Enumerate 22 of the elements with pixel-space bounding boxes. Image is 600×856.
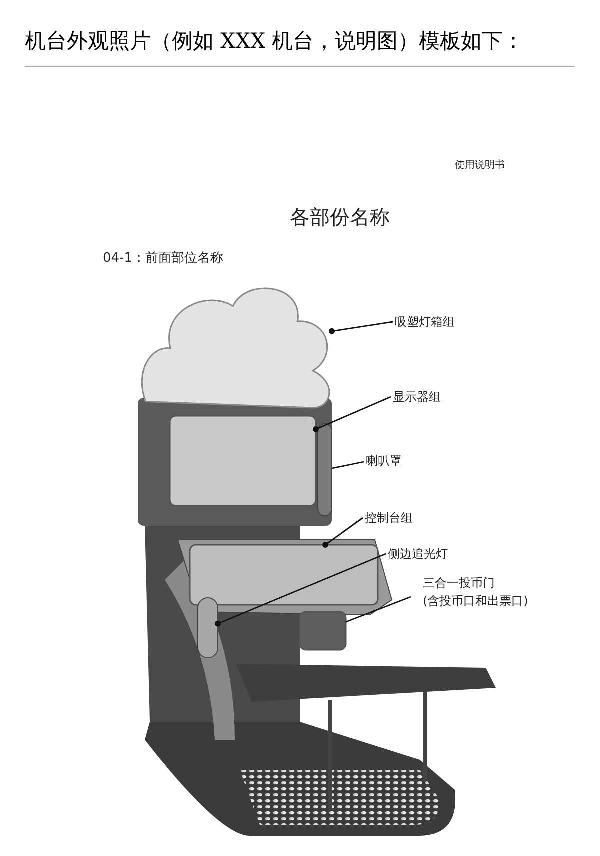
leader-line <box>346 596 412 623</box>
part-label: 显示器组 <box>393 389 441 406</box>
part-label: 控制台组 <box>365 510 413 527</box>
subsection-heading: 04-1：前面部位名称 <box>103 250 224 268</box>
coin-door-part <box>299 611 347 651</box>
leader-line <box>322 517 364 548</box>
header-note: 使用说明书 <box>455 158 505 173</box>
screen-part <box>169 415 317 507</box>
speaker-cover-part <box>318 424 332 516</box>
leader-line <box>313 396 392 432</box>
leader-line <box>332 461 364 470</box>
side-light-part <box>198 598 218 658</box>
part-label: (含投币口和出票口) <box>423 593 528 610</box>
part-label: 侧边追光灯 <box>388 546 448 563</box>
part-label: 三合一投币门 <box>423 575 496 592</box>
leader-line <box>329 321 394 334</box>
control-panel-part <box>189 544 379 606</box>
light-box-part <box>141 288 330 409</box>
part-label: 吸塑灯箱组 <box>395 314 455 331</box>
page-heading: 机台外观照片（例如 XXX 机台，说明图）模板如下： <box>25 28 524 55</box>
section-heading: 各部份名称 <box>290 204 390 231</box>
part-label: 喇叭罩 <box>366 453 402 470</box>
